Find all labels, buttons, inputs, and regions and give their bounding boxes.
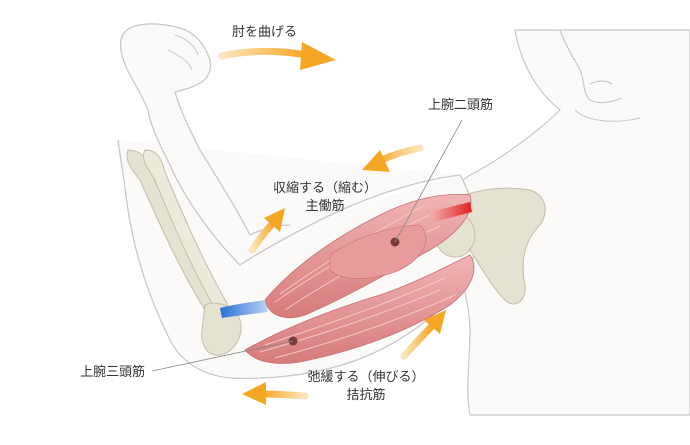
label-relax: 弛緩する（伸びる） xyxy=(307,370,425,385)
label-triceps: 上腕三頭筋 xyxy=(80,365,146,380)
fist-knuckles xyxy=(167,34,199,71)
arrow-relax-lower xyxy=(242,382,309,405)
mouth-icon xyxy=(589,80,613,85)
arrow-contract-lower xyxy=(248,208,285,254)
arrow-contract-upper xyxy=(362,144,424,172)
triceps-fibers xyxy=(259,277,456,359)
biceps-insertion-tendon xyxy=(220,300,268,318)
label-relax-group: 弛緩する（伸びる） 拮抗筋 xyxy=(306,369,426,405)
label-agonist: 主働筋 xyxy=(305,199,345,214)
arrow-bend-elbow xyxy=(218,42,336,70)
label-bend-elbow: 肘を曲げる xyxy=(232,25,298,40)
face-outline xyxy=(559,29,623,104)
biceps-bulge xyxy=(329,224,427,279)
label-antagonist: 拮抗筋 xyxy=(346,388,386,403)
arrow-relax-upper xyxy=(400,310,446,360)
triceps-muscle xyxy=(244,254,475,364)
biceps-leader-line xyxy=(394,119,463,243)
triceps-leader-line xyxy=(151,340,294,372)
biceps-origin-tendon xyxy=(430,202,472,222)
label-biceps: 上腕二頭筋 xyxy=(428,98,494,113)
chin-line xyxy=(574,109,641,122)
label-contract-group: 収縮する（縮む） 主働筋 xyxy=(270,180,380,216)
label-contract: 収縮する（縮む） xyxy=(272,181,377,196)
